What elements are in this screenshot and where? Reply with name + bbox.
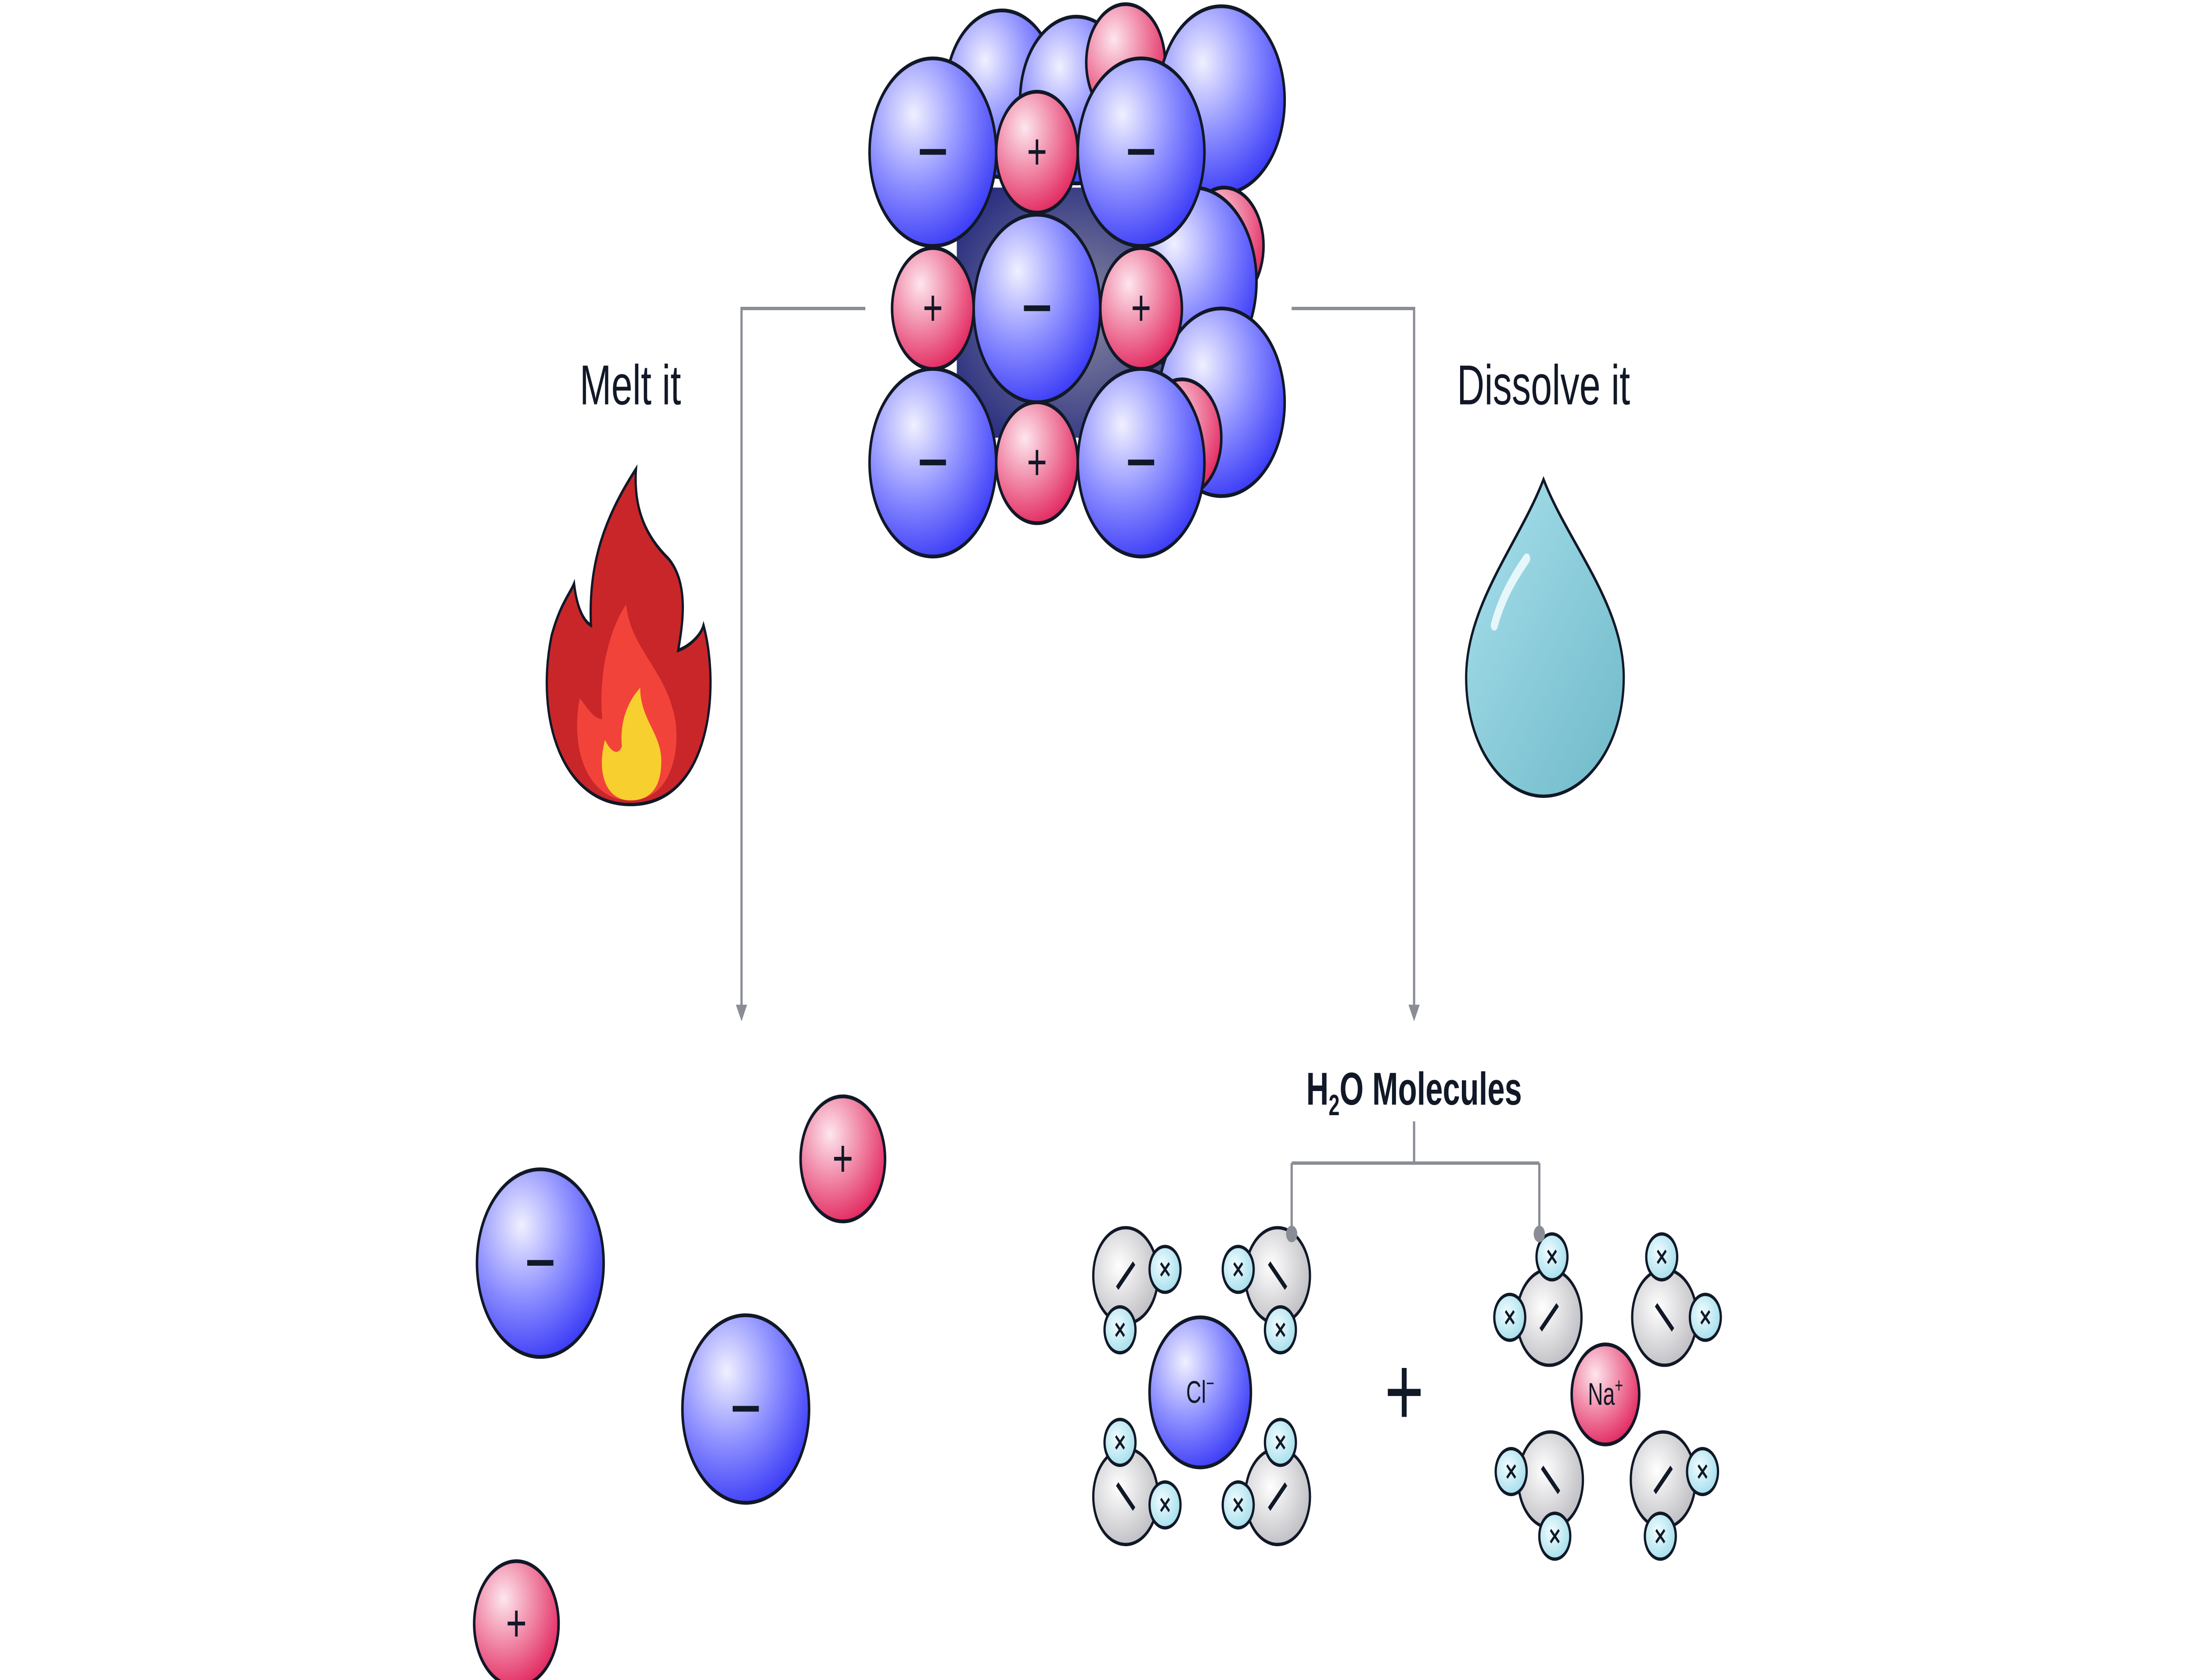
water-molecule: [1221, 1418, 1311, 1547]
nacl-crystal-lattice: − + − + − + − + −: [868, 2, 1286, 559]
water-molecule: [1494, 1430, 1584, 1561]
connector-dot: [1533, 1225, 1545, 1242]
ion-sphere: [1076, 56, 1206, 248]
melt-arrow: [736, 307, 866, 1022]
hydrogen-charge-mark: [1275, 1322, 1285, 1337]
water-molecule: [1092, 1226, 1182, 1355]
melt-label: Melt it: [580, 354, 681, 416]
hydrogen-charge-mark: [1115, 1435, 1125, 1450]
minus-sign: −: [1126, 106, 1157, 195]
oxygen-charge-mark: [1268, 1482, 1288, 1511]
sodium-ion: +: [995, 400, 1080, 525]
minus-sign: −: [730, 1363, 762, 1452]
water-molecule: [1631, 1232, 1722, 1367]
oxygen-charge-mark: [1116, 1261, 1136, 1290]
ion-sphere: [473, 1559, 560, 1680]
minus-sign: −: [1021, 263, 1053, 352]
oxygen-charge-mark: [1268, 1261, 1288, 1290]
chloride-ion: −: [1076, 367, 1206, 559]
plus-sign: +: [923, 280, 943, 337]
oxygen-charge-mark: [1116, 1482, 1136, 1511]
hydrogen-charge-mark: [1233, 1497, 1243, 1512]
sodium-ion: +: [995, 90, 1080, 215]
ion-sphere: [1076, 367, 1206, 559]
plus-sign: +: [1027, 123, 1047, 180]
oxygen-charge-mark: [1653, 1465, 1673, 1494]
oxygen-charge-mark: [1655, 1303, 1674, 1332]
sodium-ion: +: [473, 1559, 560, 1680]
minus-sign: −: [1126, 417, 1157, 506]
water-molecule: [1493, 1232, 1583, 1367]
hydrogen-charge-mark: [1550, 1529, 1560, 1544]
dissolve-arrow: [1292, 307, 1420, 1022]
water-molecule: [1092, 1418, 1182, 1547]
dissolved-ions: Cl− Na+: [1092, 1226, 1722, 1561]
hydrogen-charge-mark: [1233, 1262, 1243, 1277]
hydrogen-charge-mark: [1657, 1249, 1667, 1264]
sodium-ion: +: [891, 246, 975, 371]
ion-sphere: [475, 1167, 605, 1359]
ion-sphere: [1148, 1315, 1252, 1469]
water-molecule: [1630, 1430, 1720, 1561]
hydrogen-charge-mark: [1160, 1497, 1170, 1512]
sodium-ion: +: [799, 1094, 886, 1224]
plus-sign: +: [506, 1593, 527, 1652]
chloride-ion: −: [1076, 56, 1206, 248]
chloride-ion: Cl−: [1148, 1315, 1252, 1469]
water-molecule: [1221, 1226, 1311, 1355]
minus-sign: −: [917, 417, 949, 506]
ion-sphere: [681, 1313, 810, 1505]
plus-sign: +: [832, 1128, 853, 1188]
hydrogen-charge-mark: [1698, 1464, 1708, 1479]
hydrogen-charge-mark: [1506, 1464, 1516, 1479]
chloride-ion: −: [972, 212, 1102, 404]
connector-dot: [1286, 1225, 1298, 1242]
minus-sign: −: [525, 1217, 556, 1307]
hydrogen-charge-mark: [1504, 1310, 1515, 1325]
hydrogen-charge-mark: [1655, 1529, 1666, 1544]
h2o-connector: [1290, 1121, 1540, 1234]
melted-ions: − + − +: [473, 1094, 886, 1680]
oxygen-charge-mark: [1539, 1303, 1559, 1332]
hydrogen-charge-mark: [1275, 1435, 1285, 1450]
plus-sign: +: [1027, 434, 1047, 491]
chloride-ion: −: [868, 367, 998, 559]
ion-sphere: [1570, 1343, 1641, 1447]
oxygen-charge-mark: [1541, 1465, 1561, 1494]
chloride-ion: −: [475, 1167, 605, 1359]
fire-icon: [546, 464, 712, 807]
chloride-label: Cl−: [1186, 1371, 1214, 1409]
sodium-label: Na+: [1588, 1373, 1623, 1411]
ion-sphere: [799, 1094, 886, 1224]
dissolve-label: Dissolve it: [1457, 354, 1630, 416]
sodium-ion: +: [1099, 246, 1184, 371]
hydrogen-charge-mark: [1547, 1249, 1557, 1264]
plus-sign: +: [1131, 280, 1151, 337]
chloride-ion: −: [681, 1313, 810, 1505]
h2o-molecules-label: H2O Molecules: [1306, 1063, 1522, 1122]
hydrogen-charge-mark: [1115, 1322, 1125, 1337]
plus-sign: +: [1385, 1335, 1424, 1447]
chloride-ion: −: [868, 56, 998, 248]
minus-sign: −: [917, 106, 949, 195]
water-drop-icon: [1465, 476, 1625, 798]
sodium-ion: Na+: [1570, 1343, 1641, 1447]
hydrogen-charge-mark: [1160, 1262, 1170, 1277]
hydrogen-charge-mark: [1700, 1310, 1710, 1325]
